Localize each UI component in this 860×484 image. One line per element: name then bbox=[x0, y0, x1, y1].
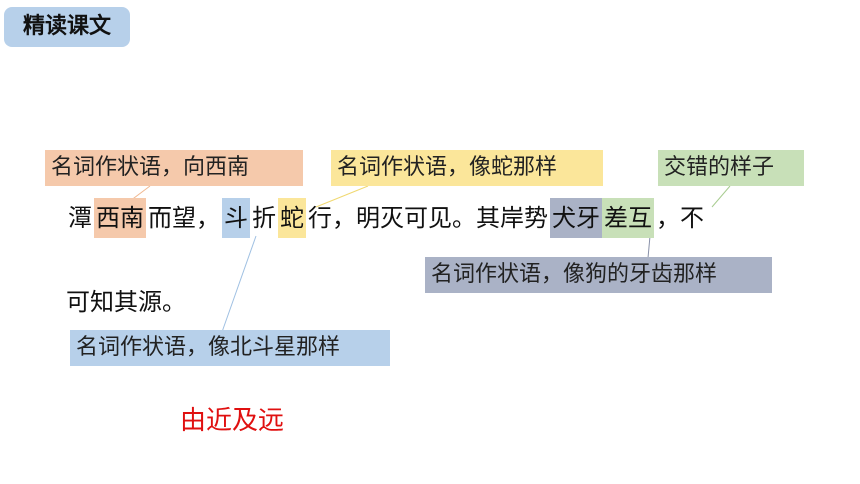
connector-quanya bbox=[647, 235, 651, 259]
section-title-tag: 精读课文 bbox=[4, 7, 130, 47]
highlight-dou: 斗 bbox=[222, 198, 250, 238]
highlight-quanya: 犬牙 bbox=[550, 198, 602, 238]
highlight-chahu: 差互 bbox=[602, 198, 654, 238]
annotation-xinan: 名词作状语，向西南 bbox=[45, 150, 303, 186]
text-middle: 行，明灭可见。其岸势 bbox=[308, 204, 548, 232]
text-erwang: 而望， bbox=[148, 204, 220, 232]
annotation-she: 名词作状语，像蛇那样 bbox=[331, 150, 603, 186]
text-zhe: 折 bbox=[252, 204, 276, 232]
annotation-chahu: 交错的样子 bbox=[658, 150, 804, 186]
annotation-quanya: 名词作状语，像狗的牙齿那样 bbox=[425, 257, 772, 293]
sentence-line-2: 可知其源。 bbox=[66, 288, 186, 316]
highlight-she: 蛇 bbox=[278, 198, 306, 238]
annotation-dou: 名词作状语，像北斗星那样 bbox=[70, 330, 390, 366]
connector-dou bbox=[221, 235, 257, 333]
connector-chahu bbox=[711, 185, 731, 208]
sentence-line-1: 潭西南而望，斗折蛇行，明灭可见。其岸势犬牙差互，不 bbox=[66, 198, 706, 238]
text-bu: ，不 bbox=[656, 204, 704, 232]
text-tan: 潭 bbox=[68, 204, 92, 232]
conclusion-text: 由近及远 bbox=[180, 406, 285, 436]
highlight-xinan: 西南 bbox=[94, 198, 146, 238]
